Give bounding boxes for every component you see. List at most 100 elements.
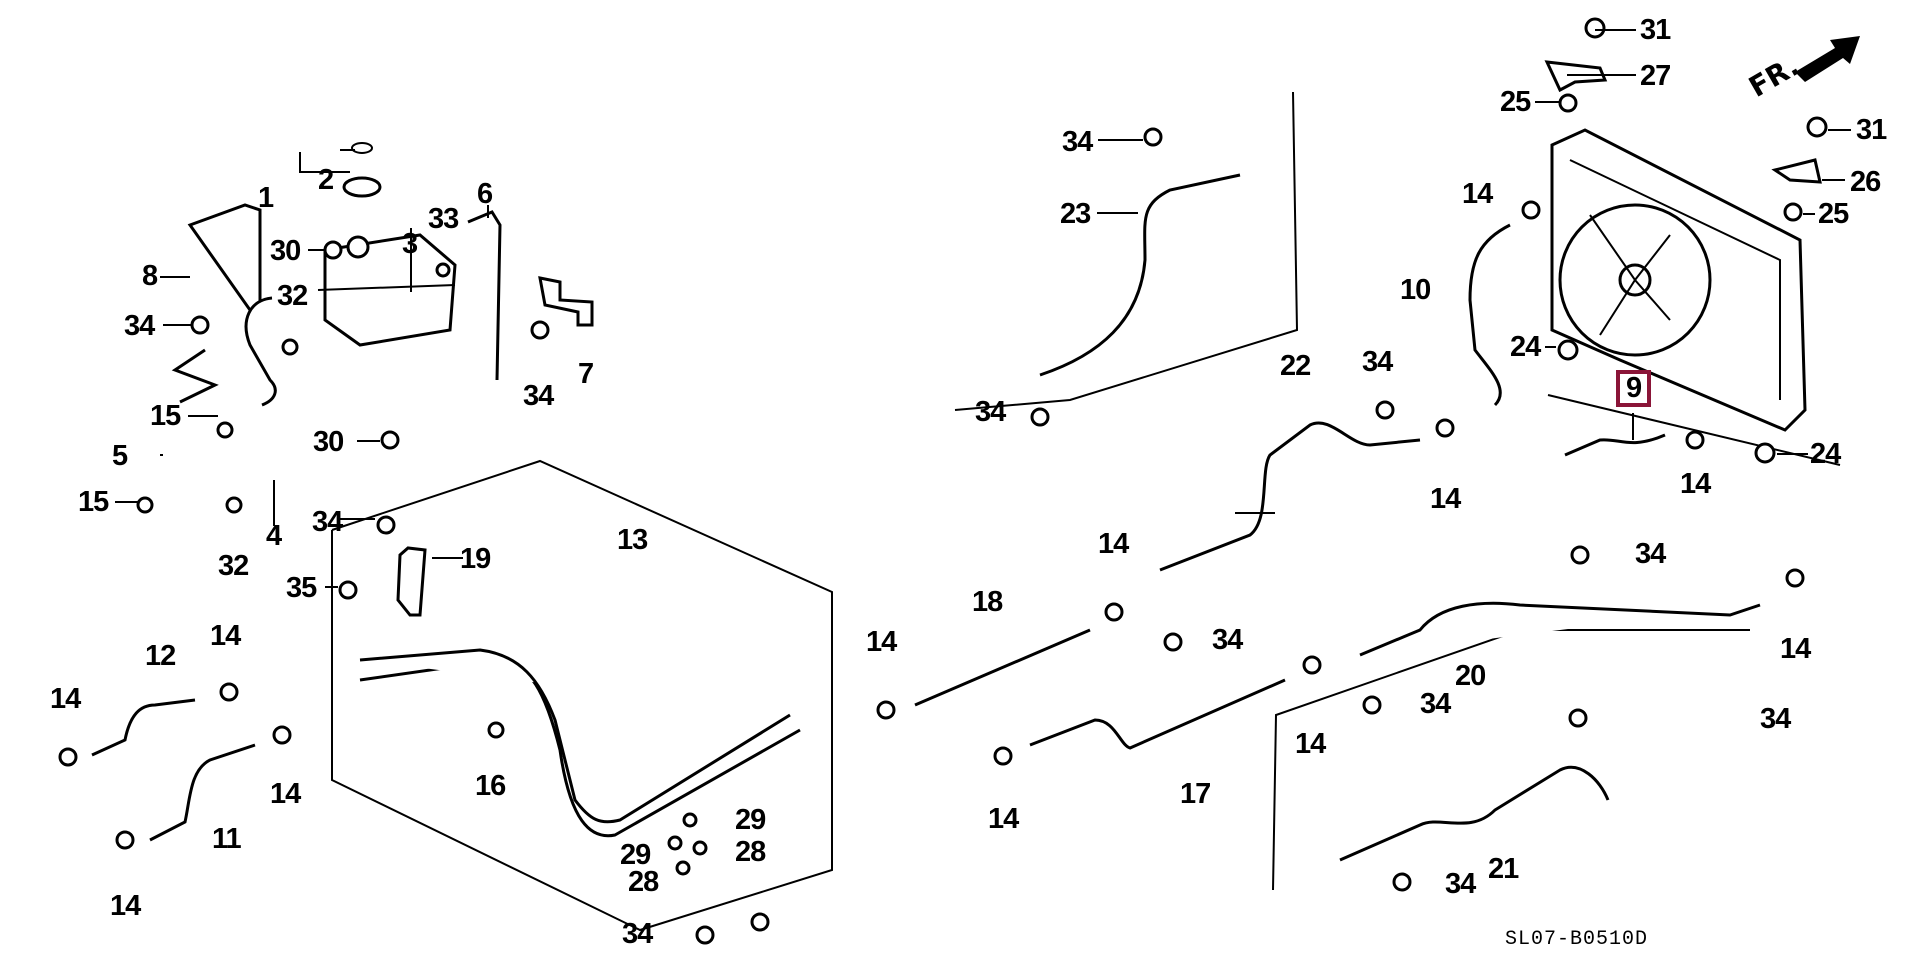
callout-9-highlighted[interactable]: 9: [1616, 370, 1652, 407]
clamp-14-icon[interactable]: [115, 830, 135, 850]
hose-11[interactable]: [149, 743, 256, 842]
callout-14[interactable]: 14: [270, 778, 301, 810]
callout-29[interactable]: 29: [735, 804, 766, 836]
bolt-34-icon[interactable]: [1163, 632, 1183, 652]
callout-31[interactable]: 31: [1640, 14, 1671, 46]
callout-34[interactable]: 34: [124, 310, 155, 342]
grommet-25-icon[interactable]: [1558, 93, 1578, 113]
bracket-8[interactable]: [187, 203, 262, 318]
clamp-14-icon[interactable]: [993, 746, 1013, 766]
clamp-14-icon[interactable]: [219, 682, 239, 702]
grommet-25-icon[interactable]: [1783, 202, 1803, 222]
grommet-24-icon[interactable]: [1754, 442, 1776, 464]
callout-34[interactable]: 34: [523, 380, 554, 412]
bolt-34-icon[interactable]: [695, 925, 715, 945]
callout-23[interactable]: 23: [1060, 198, 1091, 230]
bracket-7[interactable]: [538, 276, 594, 327]
callout-28[interactable]: 28: [735, 836, 766, 868]
pipe-20[interactable]: [1359, 601, 1761, 657]
bolt-28-icon[interactable]: [692, 840, 708, 856]
callout-15[interactable]: 15: [150, 400, 181, 432]
callout-27[interactable]: 27: [1640, 60, 1671, 92]
callout-7[interactable]: 7: [578, 358, 594, 390]
grommet-24-icon[interactable]: [1557, 339, 1579, 361]
bolt-34-icon[interactable]: [1570, 545, 1590, 565]
bolt-34-icon[interactable]: [376, 515, 396, 535]
callout-14[interactable]: 14: [50, 683, 81, 715]
callout-17[interactable]: 17: [1180, 778, 1211, 810]
callout-16[interactable]: 16: [475, 770, 506, 802]
callout-8[interactable]: 8: [142, 260, 158, 292]
callout-30[interactable]: 30: [313, 426, 344, 458]
callout-33[interactable]: 33: [428, 203, 459, 235]
callout-19[interactable]: 19: [460, 543, 491, 575]
clip-33-icon[interactable]: [435, 262, 451, 278]
callout-34[interactable]: 34: [1062, 126, 1093, 158]
callout-14[interactable]: 14: [1680, 468, 1711, 500]
bolt-34-icon[interactable]: [1362, 695, 1382, 715]
callout-34[interactable]: 34: [312, 506, 343, 538]
callout-28[interactable]: 28: [628, 866, 659, 898]
callout-14[interactable]: 14: [1295, 728, 1326, 760]
hose-12[interactable]: [91, 698, 196, 757]
clamp-14-icon[interactable]: [1435, 418, 1455, 438]
clip-15-icon[interactable]: [136, 496, 154, 514]
callout-34[interactable]: 34: [1420, 688, 1451, 720]
callout-14[interactable]: 14: [1430, 483, 1461, 515]
clamp-14-icon[interactable]: [58, 747, 78, 767]
hose-5[interactable]: [171, 348, 219, 404]
callout-1[interactable]: 1: [258, 182, 274, 214]
clamp-14-icon[interactable]: [876, 700, 896, 720]
callout-20[interactable]: 20: [1455, 660, 1486, 692]
callout-34[interactable]: 34: [1362, 346, 1393, 378]
pipe-22[interactable]: [1159, 421, 1421, 572]
hose-6[interactable]: [467, 210, 502, 381]
callout-14[interactable]: 14: [866, 626, 897, 658]
callout-11[interactable]: 11: [212, 823, 242, 855]
radiator[interactable]: [1550, 128, 1807, 432]
callout-31[interactable]: 31: [1856, 114, 1887, 146]
bolt-34-icon[interactable]: [1392, 872, 1412, 892]
bolt-34-icon[interactable]: [1143, 127, 1163, 147]
bolt-34-icon[interactable]: [1375, 400, 1395, 420]
callout-25[interactable]: 25: [1818, 198, 1849, 230]
reservoir-tank[interactable]: [317, 233, 457, 347]
callout-14[interactable]: 14: [1780, 633, 1811, 665]
hose-18[interactable]: [914, 628, 1091, 707]
clamp-14-icon[interactable]: [1302, 655, 1322, 675]
callout-34[interactable]: 34: [1212, 624, 1243, 656]
callout-14[interactable]: 14: [1098, 528, 1129, 560]
callout-5[interactable]: 5: [112, 440, 128, 472]
bracket-26-icon[interactable]: [1771, 158, 1822, 184]
bolt-34-icon[interactable]: [1030, 407, 1050, 427]
callout-34[interactable]: 34: [622, 918, 653, 950]
callout-29[interactable]: 29: [620, 839, 651, 871]
callout-22[interactable]: 22: [1280, 350, 1311, 382]
callout-35[interactable]: 35: [286, 572, 317, 604]
reservoir-cap[interactable]: [342, 176, 382, 198]
clamp-14-icon[interactable]: [1785, 568, 1805, 588]
callout-26[interactable]: 26: [1850, 166, 1881, 198]
clip-32-icon[interactable]: [225, 496, 243, 514]
bolt-28-icon[interactable]: [675, 860, 691, 876]
bolt-35-icon[interactable]: [338, 580, 358, 600]
callout-13[interactable]: 13: [617, 524, 648, 556]
bracket-19[interactable]: [396, 546, 427, 617]
callout-2[interactable]: 2: [318, 164, 334, 196]
callout-4[interactable]: 4: [266, 520, 282, 552]
bolt-34-icon[interactable]: [530, 320, 550, 340]
bolt-30-icon[interactable]: [323, 240, 343, 260]
callout-18[interactable]: 18: [972, 586, 1003, 618]
callout-14[interactable]: 14: [110, 890, 141, 922]
callout-34[interactable]: 34: [975, 396, 1006, 428]
callout-24[interactable]: 24: [1510, 331, 1541, 363]
bolt-31-icon[interactable]: [1584, 17, 1606, 39]
callout-12[interactable]: 12: [145, 640, 176, 672]
callout-15[interactable]: 15: [78, 486, 109, 518]
hose-4[interactable]: [244, 296, 277, 407]
pipe-23[interactable]: [1039, 173, 1241, 377]
callout-24[interactable]: 24: [1810, 438, 1841, 470]
hose-17[interactable]: [1029, 678, 1286, 750]
bolt-31-icon[interactable]: [1806, 116, 1828, 138]
clamp-14-icon[interactable]: [1521, 200, 1541, 220]
